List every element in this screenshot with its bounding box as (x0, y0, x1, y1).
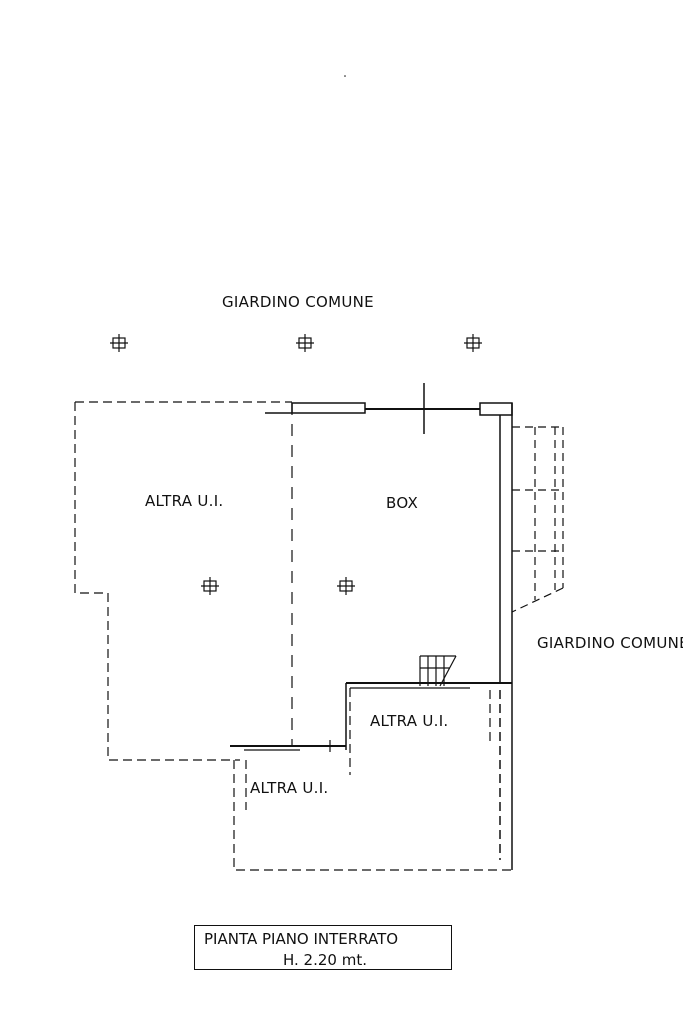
column-symbol (464, 334, 482, 352)
stray-dot (344, 75, 346, 77)
column-symbol (201, 577, 219, 595)
garden-label-top: GIARDINO COMUNE (222, 293, 374, 311)
column-symbol (110, 334, 128, 352)
interior-stair (419, 655, 457, 687)
room-label-altra-center: ALTRA U.I. (370, 712, 449, 730)
room-label-box: BOX (386, 494, 418, 512)
box-top-wall (265, 383, 513, 434)
room-label-altra-bottom: ALTRA U.I. (250, 779, 329, 797)
title-block-line1: PIANTA PIANO INTERRATO (204, 930, 399, 948)
title-block: PIANTA PIANO INTERRATO H. 2.20 mt. (194, 925, 452, 970)
room-label-altra-left: ALTRA U.I. (145, 492, 224, 510)
column-symbol (296, 334, 314, 352)
box-bottom-wall (230, 682, 512, 775)
garden-label-right: GIARDINO COMUNE (537, 634, 683, 652)
unit-bottom-outline (233, 760, 512, 871)
box-right-wall (499, 403, 513, 870)
external-stair (511, 426, 564, 613)
unit-left-outline (74, 401, 292, 761)
column-symbol (337, 577, 355, 595)
title-block-line2: H. 2.20 mt. (283, 951, 367, 969)
